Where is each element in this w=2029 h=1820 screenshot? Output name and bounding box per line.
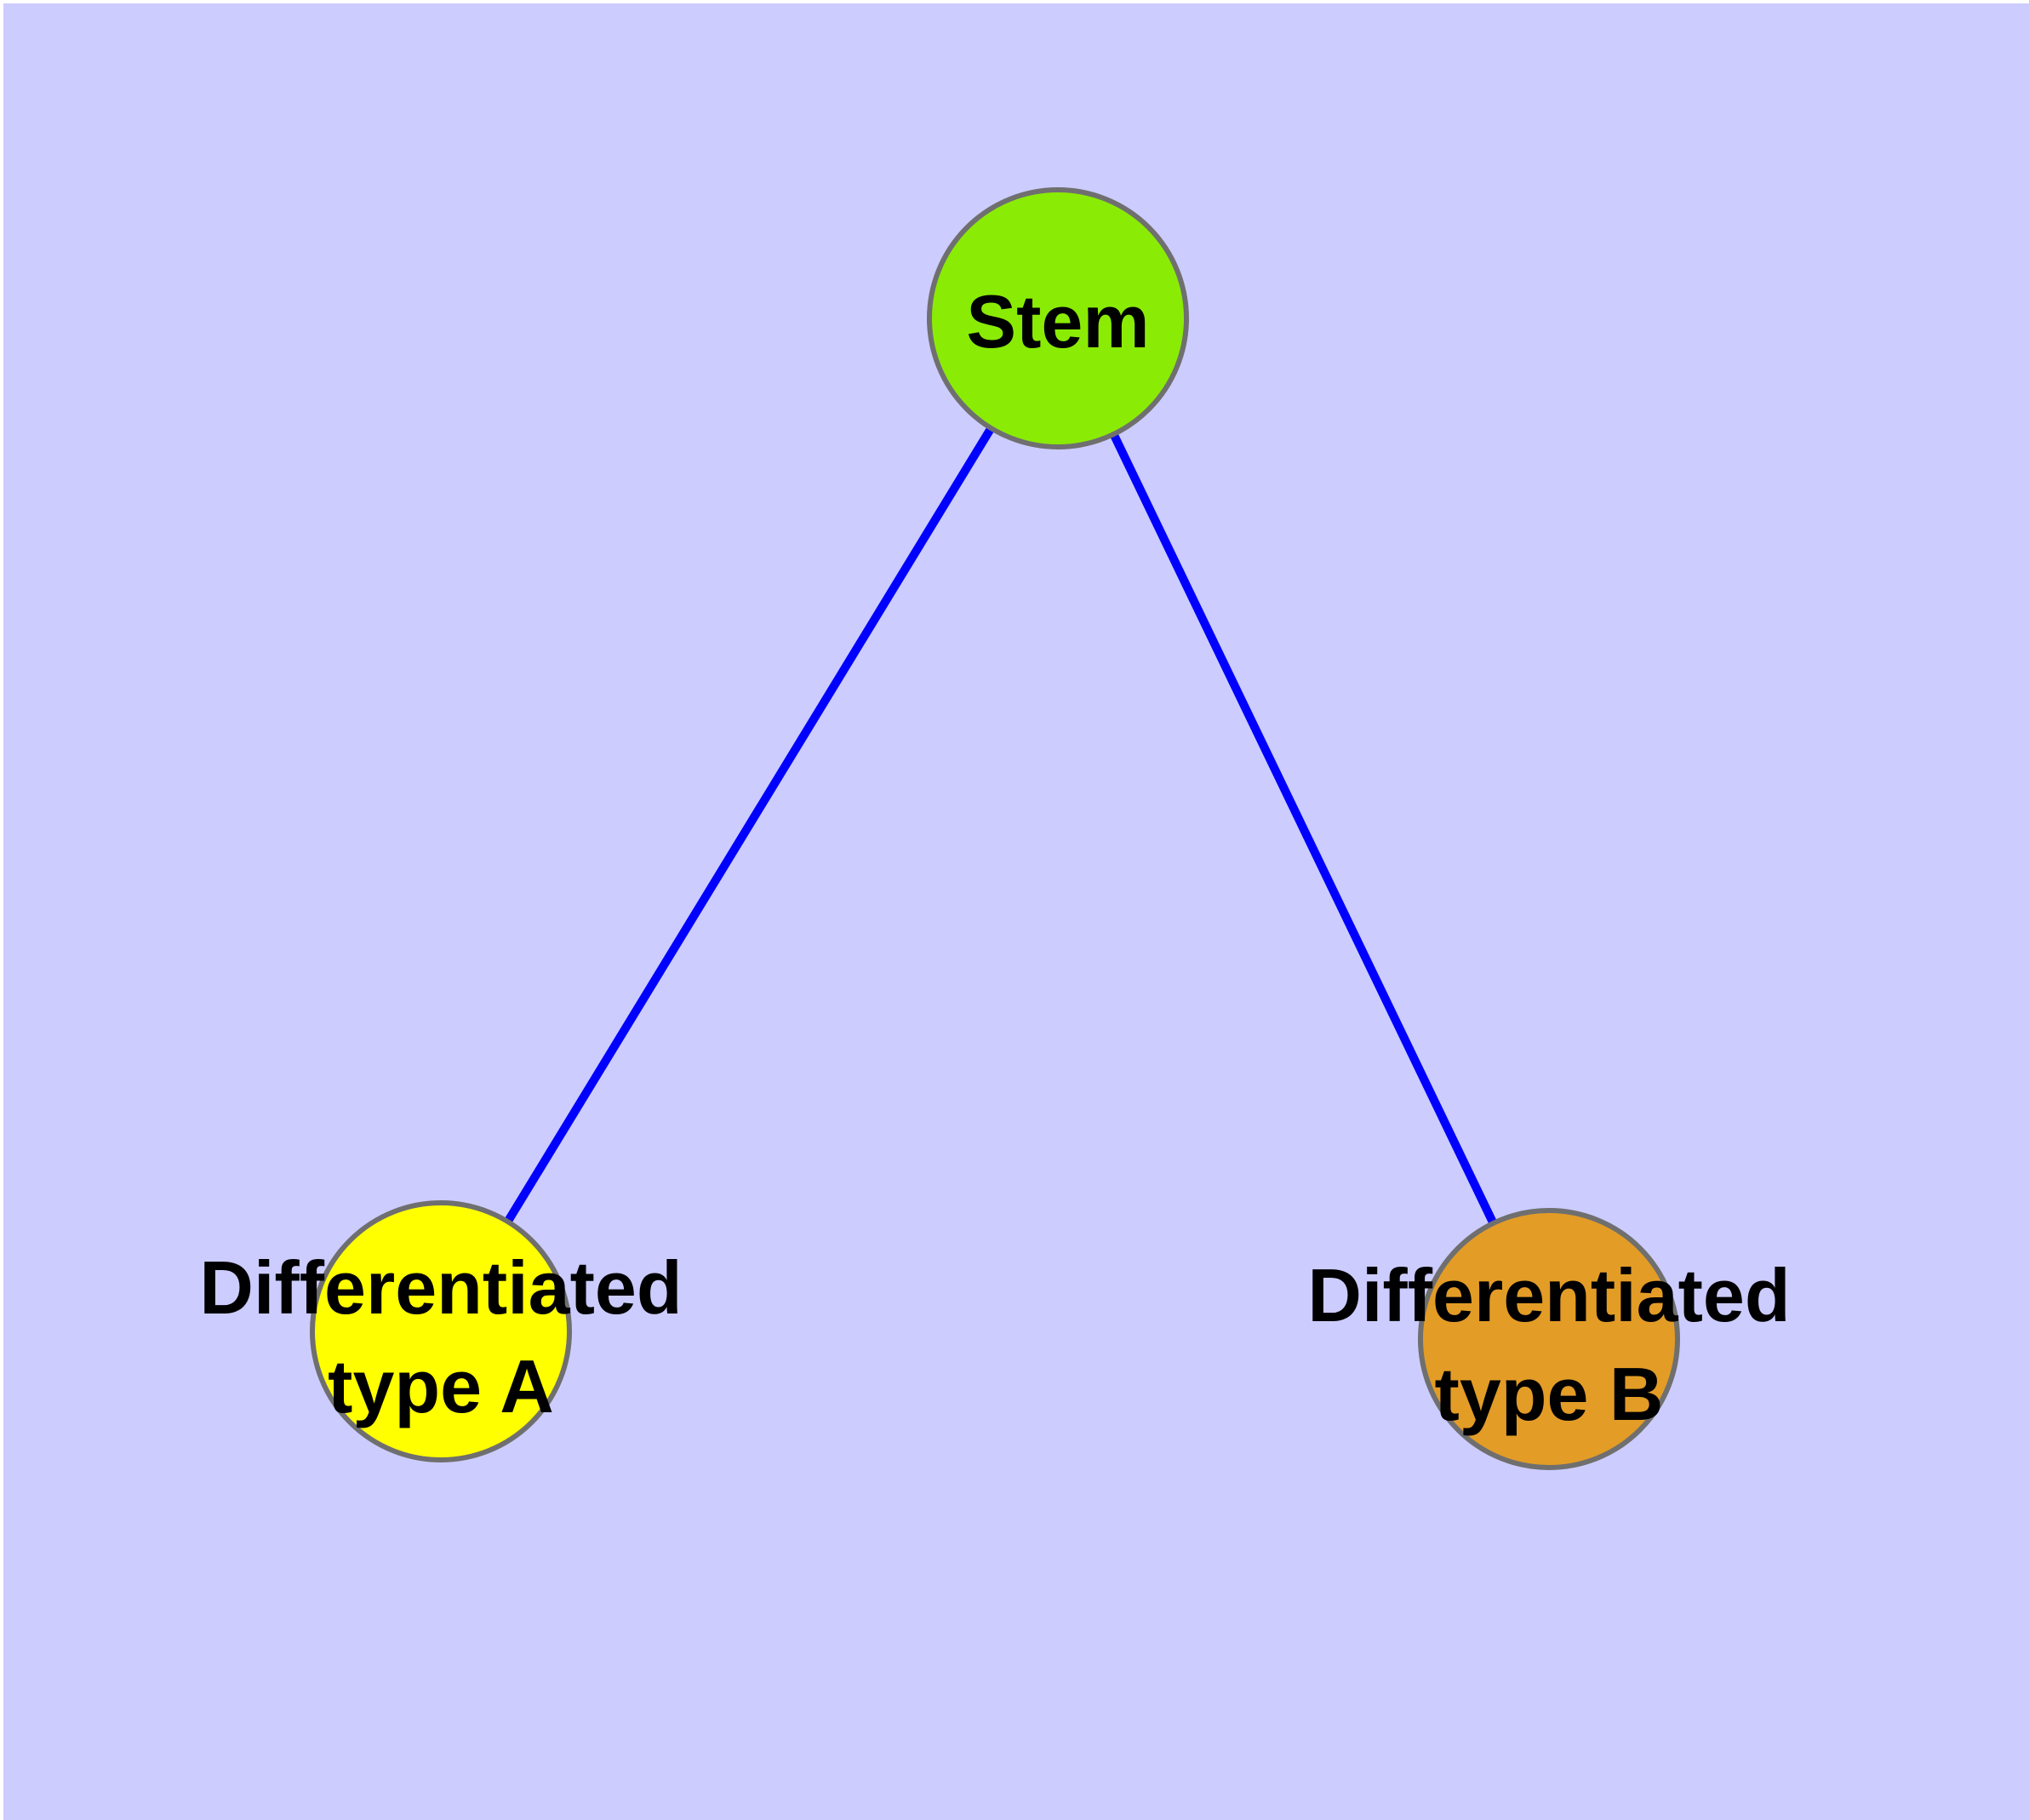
- node-stem-circle: [927, 187, 1189, 449]
- node-stem: Stem: [927, 187, 1189, 449]
- node-type-a-circle: [310, 1200, 572, 1462]
- node-stem-label: Stem: [966, 279, 1149, 363]
- node-type-b-label-line2: type B: [1435, 1352, 1664, 1436]
- node-differentiated-type-b: Differentiated type B: [1307, 1208, 1791, 1470]
- node-type-b-label-line1: Differentiated: [1307, 1253, 1790, 1337]
- node-type-b-circle: [1418, 1208, 1680, 1470]
- node-differentiated-type-a: Differentiated type A: [199, 1200, 683, 1462]
- edge-stem-to-type-b: [1054, 316, 1553, 1342]
- node-type-a-label-line2: type A: [328, 1344, 554, 1428]
- node-type-a-label-line1: Differentiated: [199, 1245, 682, 1330]
- edge-stem-to-type-a: [437, 316, 1062, 1334]
